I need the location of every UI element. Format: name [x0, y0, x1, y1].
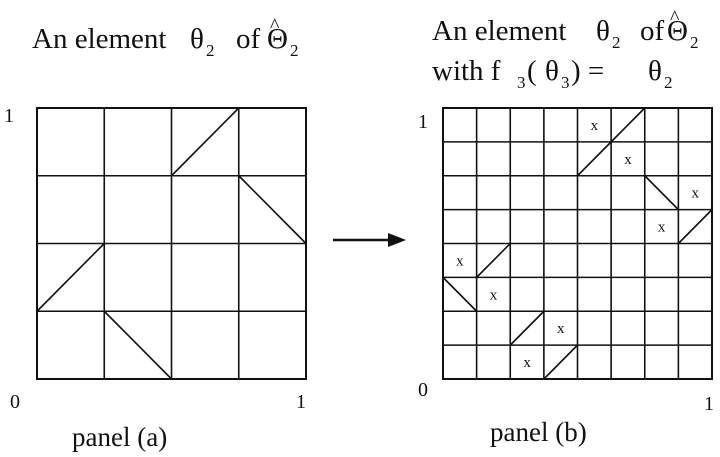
panel-b-Theta: Θ	[667, 15, 688, 47]
panel-b-theta3: θ	[545, 55, 559, 87]
panel-b-hat: ^	[670, 7, 680, 29]
panel-a-origin-zero: 0	[10, 391, 20, 413]
panel-a-title-text: An element	[32, 23, 166, 55]
panel-a-theta-sub: 2	[206, 41, 215, 60]
panel-b-of: of	[640, 15, 665, 47]
panel-b-x-axis-one: 1	[704, 393, 714, 415]
panel-b-x-mark: x	[591, 118, 599, 134]
panel-a-diagonal	[170, 107, 240, 177]
panel-a-grid	[36, 107, 307, 380]
panel-b-x-mark: x	[557, 321, 565, 337]
panel-a-caption: panel (a)	[72, 422, 167, 452]
panel-b-diagonal	[677, 209, 713, 245]
panel-b-close-paren: ) =	[571, 55, 604, 87]
panel-a-diagonal	[36, 242, 105, 312]
panel-a-y-axis-one: 1	[4, 105, 14, 127]
panel-a-diagonal	[103, 310, 173, 380]
panel-b-diagonal	[543, 344, 579, 380]
panel-b-Theta-sub: 2	[690, 33, 699, 52]
panel-b-y-axis-one: 1	[418, 111, 428, 133]
panel-b-theta2-sub: 2	[664, 73, 673, 92]
panel-b-caption: panel (b)	[490, 417, 587, 447]
panel-b-diagonal	[644, 175, 679, 211]
panel-a-title: An element θ 2 of ^ Θ 2	[32, 15, 299, 60]
panel-a-x-axis-one: 1	[296, 391, 306, 413]
panel-b-theta2: θ	[648, 55, 662, 87]
panel-a-of: of	[236, 23, 261, 55]
panel-b-grid: x x x x x x x x	[442, 107, 713, 380]
panel-b-diagonal	[476, 242, 511, 278]
panel-b-with-f: with f	[432, 55, 501, 87]
panel-b-theta-sub: 2	[612, 33, 621, 52]
panel-b-diagonal	[442, 276, 478, 312]
panel-b-title: An element θ 2 of ^ Θ 2 with f 3 ( θ 3 )…	[432, 7, 699, 92]
panel-b-x-mark: x	[624, 152, 632, 168]
panel-b-x-mark: x	[658, 220, 666, 236]
panel-a-Theta: Θ	[267, 23, 288, 55]
panel-b-theta: θ	[596, 15, 610, 47]
panel-b-diagonal	[610, 107, 646, 143]
panel-a-diagonal	[238, 175, 307, 245]
panel-b-theta3-sub: 3	[561, 73, 570, 92]
panel-b-x-mark: x	[523, 355, 531, 371]
panel-b-f-sub: 3	[517, 73, 526, 92]
panel-a-theta: θ	[190, 23, 204, 55]
panel-b-diagonal	[509, 310, 545, 346]
panel-b-diagonal	[576, 141, 612, 177]
panel-b-x-mark: x	[490, 287, 498, 303]
panel-b-title-text: An element	[432, 15, 566, 47]
panel-b-open-paren: (	[527, 55, 537, 87]
panel-b-origin-zero: 0	[418, 379, 428, 401]
panel-b-x-mark: x	[691, 186, 699, 202]
panel-b-border	[442, 107, 713, 380]
arrow	[333, 233, 406, 247]
svg-text:An element: An element	[32, 23, 166, 55]
panel-a-hat: ^	[270, 15, 280, 37]
panel-a-Theta-sub: 2	[290, 41, 299, 60]
panel-b-x-mark: x	[456, 253, 464, 269]
